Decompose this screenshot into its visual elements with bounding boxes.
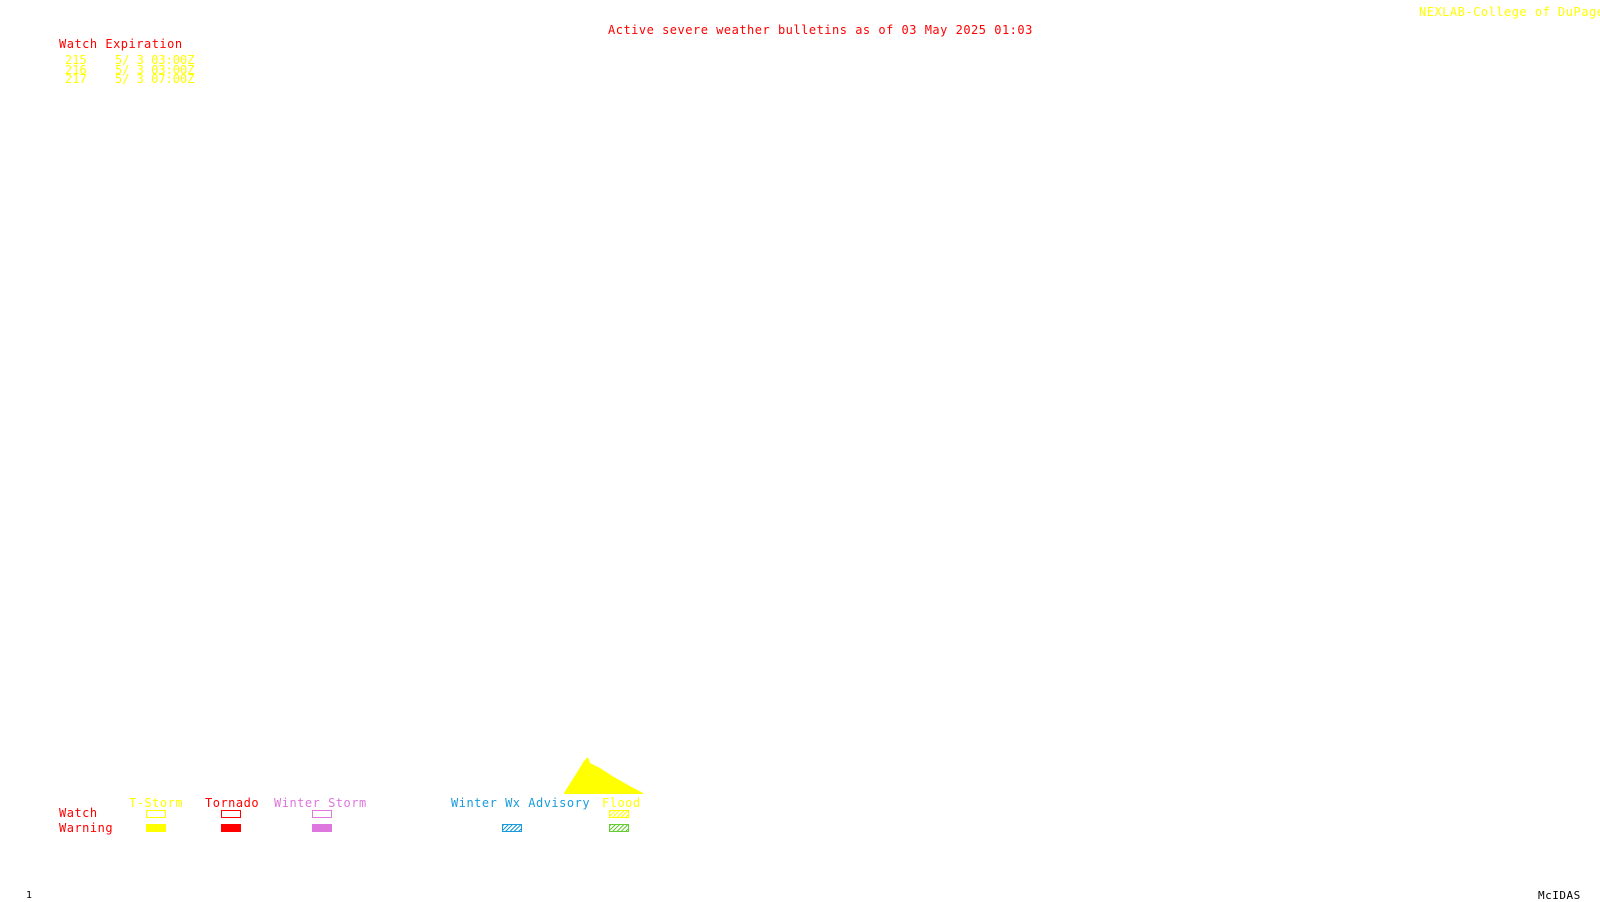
swatch-winter-wx-advisory-warning [502, 824, 522, 832]
legend-label-flood: Flood [602, 796, 641, 810]
watch-number: 217 [65, 72, 87, 86]
legend-label-tornado: Tornado [205, 796, 260, 810]
frame-number: 1 [26, 890, 33, 901]
bulletin-title: Active severe weather bulletins as of 03… [608, 23, 1033, 37]
legend-row-warning: Warning [59, 821, 114, 835]
software-label: McIDAS [1538, 889, 1581, 902]
watch-expiration: 5/ 3 03:00Z [115, 63, 195, 77]
watch-number: 216 [65, 63, 87, 77]
swatch-flood-warning [609, 824, 629, 832]
swatch-tornado-watch [221, 810, 241, 818]
swatch-tstorm-watch [146, 810, 166, 818]
watch-expiration: 5/ 3 07:00Z [115, 72, 195, 86]
legend-label-winter-wx-advisory: Winter Wx Advisory [451, 796, 591, 810]
legend-row-watch: Watch [59, 806, 98, 820]
credit-label: NEXLAB-College of DuPage R [1419, 5, 1600, 19]
watch-expiration: 5/ 3 03:00Z [115, 53, 195, 67]
swatch-winter-storm-watch [312, 810, 332, 818]
watch-polygon [564, 757, 643, 794]
watch-expiration-header: Watch Expiration [59, 37, 183, 51]
swatch-winter-storm-warning [312, 824, 332, 832]
watch-number: 215 [65, 53, 87, 67]
legend-label-tstorm: T-Storm [129, 796, 184, 810]
swatch-tornado-warning [221, 824, 241, 832]
swatch-tstorm-warning [146, 824, 166, 832]
swatch-flood-watch [609, 810, 629, 818]
legend-label-winter-storm: Winter Storm [274, 796, 367, 810]
